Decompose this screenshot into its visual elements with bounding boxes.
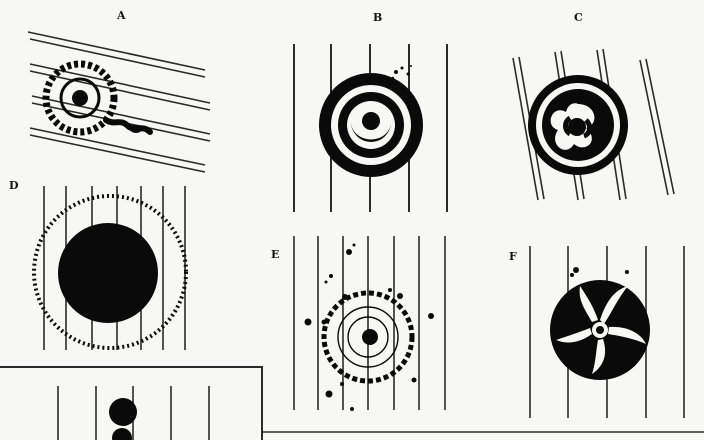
panel-a-label: A (117, 10, 126, 21)
panel-d-central-disk (58, 223, 158, 323)
panel-b-label: B (373, 12, 382, 23)
panel-a-tail (106, 120, 150, 132)
panel-c-label: C (574, 12, 583, 23)
panel-a-streak-lines (28, 32, 210, 172)
panel-f-drawing (530, 246, 684, 418)
panel-e-core (362, 329, 378, 345)
panel-c-core (568, 118, 586, 136)
panel-d-label: D (9, 180, 19, 191)
partial-panel-blob (109, 398, 137, 426)
panel-e-label: E (271, 249, 279, 260)
panel-c-drawing (513, 49, 674, 200)
panel-e-vertical-lines (294, 236, 445, 410)
panel-b-drawing (294, 44, 447, 212)
panel-b-core (362, 112, 380, 130)
panel-a-core (72, 90, 88, 106)
panel-f-debris (570, 267, 629, 277)
panel-e-drawing (294, 236, 445, 411)
panel-d-drawing (34, 186, 186, 350)
panel-f-label: F (509, 251, 517, 262)
panel-f-core (596, 326, 604, 334)
panel-a-drawing (28, 32, 210, 172)
